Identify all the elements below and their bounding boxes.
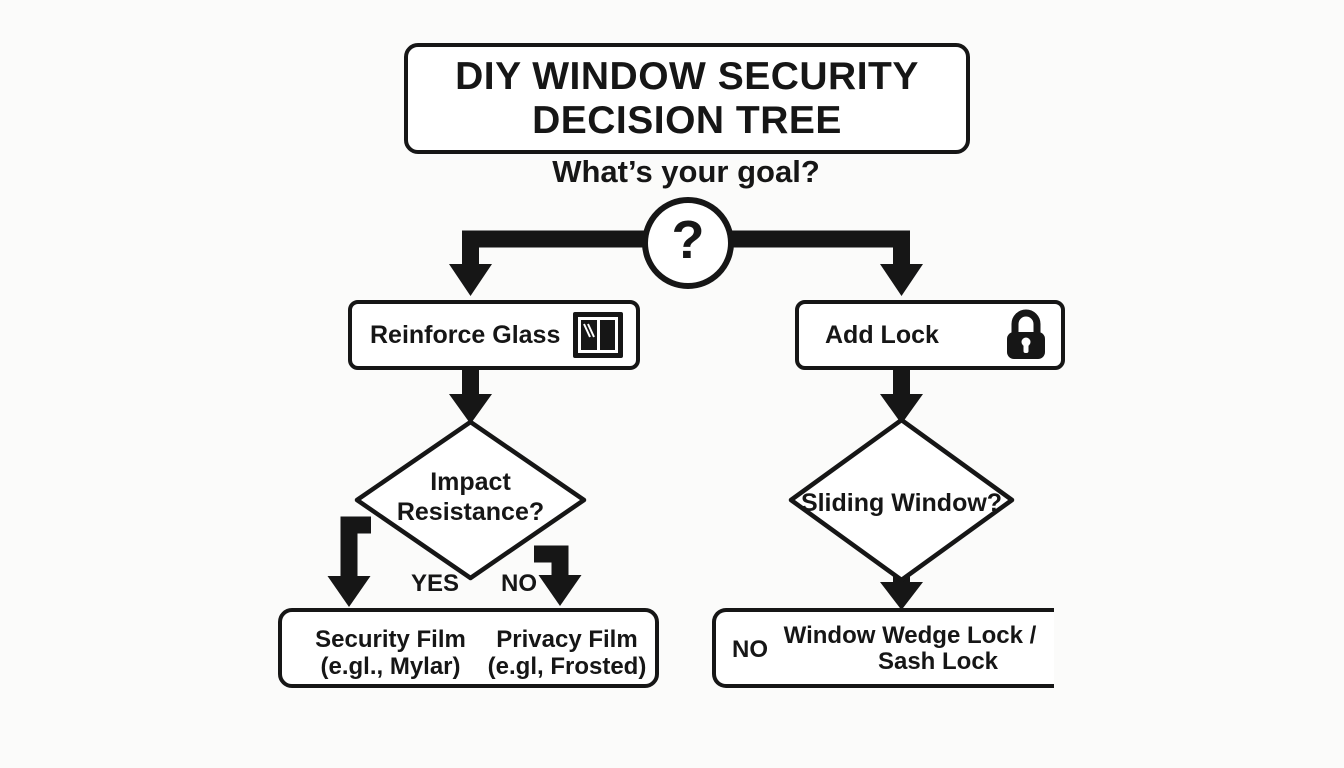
- security-film-line1: Security Film: [315, 626, 466, 653]
- title-box: DIY WINDOW SECURITY DECISION TREE: [404, 43, 970, 154]
- impact-line1: Impact: [430, 468, 511, 496]
- connector-no-elbow: [534, 545, 569, 578]
- arrowhead-root-left: [449, 264, 492, 296]
- outcome-lock-text: Window Wedge Lock / Sash Lock: [774, 623, 1046, 675]
- outcome-box-films: Security Film (e.gl., Mylar) Privacy Fil…: [278, 608, 659, 688]
- action-box-reinforce-glass: Reinforce Glass: [348, 300, 640, 370]
- lock-text-line1: Window Wedge Lock /: [783, 622, 1037, 649]
- arrowhead-no: [538, 575, 582, 606]
- window-icon: [572, 311, 624, 359]
- connector-root-to-left: [462, 230, 646, 268]
- impact-line2: Resistance?: [396, 498, 545, 526]
- privacy-film-line1: Privacy Film: [496, 626, 638, 653]
- question-mark-icon: ?: [671, 210, 705, 270]
- connector-root-to-right: [731, 230, 910, 268]
- decision-diamond-impact-resistance: [354, 419, 587, 581]
- security-film-line2: (e.gl., Mylar): [320, 653, 461, 680]
- page-title-line2: DECISION TREE: [532, 98, 842, 142]
- connector-yes-elbow: [340, 516, 371, 578]
- yes-label: YES: [410, 570, 460, 597]
- arrowhead-right-outcome: [880, 582, 923, 610]
- outcome-box-locks: NO Window Wedge Lock / Sash Lock: [712, 608, 1054, 688]
- action-box-add-lock: Add Lock: [795, 300, 1065, 370]
- arrowhead-root-right: [880, 264, 923, 296]
- page-title-line1: DIY WINDOW SECURITY: [455, 54, 919, 98]
- lock-text-line2: Sash Lock: [877, 648, 999, 675]
- arrowhead-right-decision: [880, 394, 923, 424]
- decision-diamond-sliding-window: [788, 417, 1015, 583]
- arrowhead-left-decision: [449, 394, 492, 424]
- lock-icon: [1003, 308, 1049, 362]
- sliding-window-label: Sliding Window?: [800, 489, 1003, 517]
- impact-resistance-label: Impact Resistance?: [380, 467, 561, 527]
- root-question-node: ?: [642, 197, 734, 289]
- outcome-no-label: NO: [732, 636, 768, 663]
- arrowhead-yes: [327, 576, 371, 607]
- outcome-security-film: Security Film (e.gl., Mylar): [288, 626, 493, 680]
- reinforce-glass-label: Reinforce Glass: [370, 320, 561, 349]
- no-label: NO: [501, 570, 537, 597]
- outcome-privacy-film: Privacy Film (e.gl, Frosted): [472, 626, 662, 680]
- privacy-film-line2: (e.gl, Frosted): [487, 653, 647, 680]
- add-lock-label: Add Lock: [825, 320, 939, 349]
- subtitle-question: What’s your goal?: [552, 154, 820, 189]
